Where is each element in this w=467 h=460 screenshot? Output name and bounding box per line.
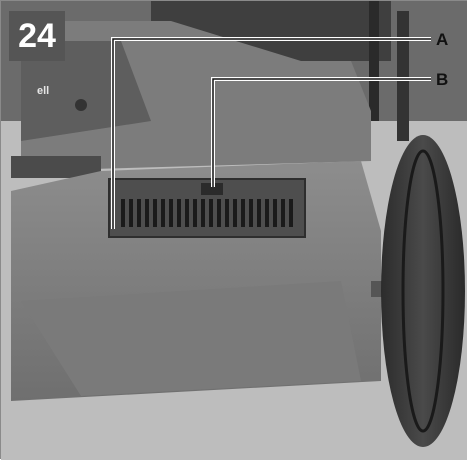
tyre-tread: [401, 149, 445, 433]
lower-panel: [21, 281, 361, 396]
indicator-tab: [201, 183, 223, 195]
callout-line-a: [112, 38, 431, 229]
callout-b: B: [436, 70, 449, 89]
handle-bar-right: [397, 11, 409, 141]
handle-bar-left: [369, 1, 379, 121]
callout-line-b: [212, 78, 431, 187]
rear-wheel: [381, 135, 465, 447]
logo-text: ell: [37, 85, 50, 97]
logo-panel: [21, 41, 151, 141]
top-grille: [11, 156, 101, 178]
callout-a: A: [436, 30, 449, 49]
screw-icon: [75, 99, 87, 111]
vent-slots: [121, 199, 293, 227]
figure-number: 24: [9, 11, 65, 61]
